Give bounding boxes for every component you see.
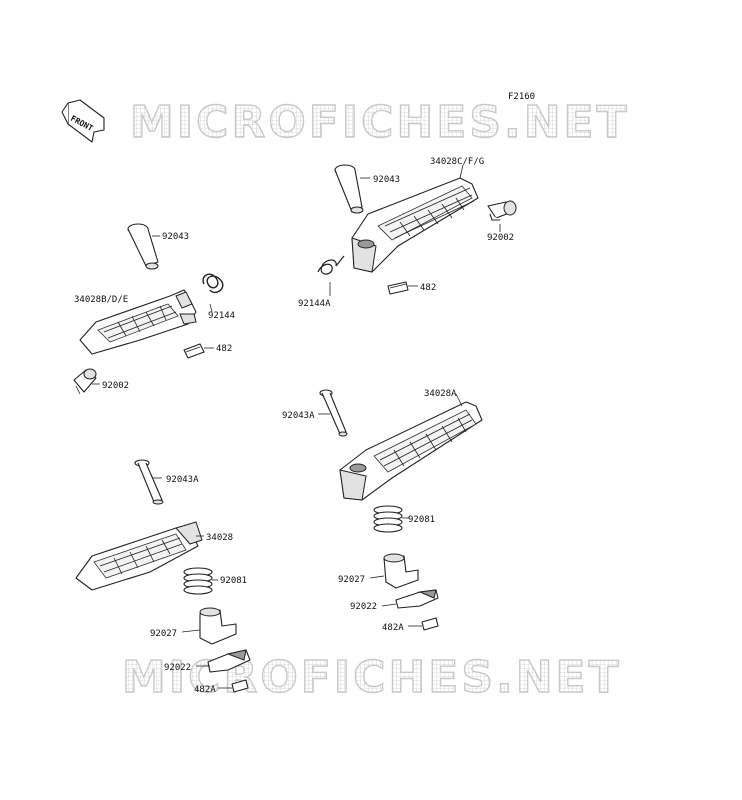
label-92022-bottom-left: 92022 <box>164 663 191 673</box>
front-arrow-icon: FRONT <box>61 99 105 143</box>
label-92043A-bottom-left: 92043A <box>166 475 199 485</box>
pin-92043-top-left <box>127 223 159 270</box>
label-92002-top-right: 92002 <box>487 233 514 243</box>
label-92144A: 92144A <box>298 299 331 309</box>
bolt-92002-top-left <box>73 368 97 395</box>
label-92022-middle-right: 92022 <box>350 602 377 612</box>
cotter-pin-482-top-left <box>183 343 205 359</box>
collar-92027-middle-right <box>383 553 419 589</box>
label-92027-bottom-left: 92027 <box>150 629 177 639</box>
collar-92027-bottom-left <box>199 607 237 645</box>
pin-92043A-bottom-left <box>134 459 164 505</box>
washer-482A-middle-right <box>421 617 439 631</box>
label-92081-bottom-left: 92081 <box>220 576 247 586</box>
footpeg-assembly-middle-right: 92043A 34028A 92081 92027 92022 482A <box>282 389 483 633</box>
label-482A-middle-right: 482A <box>382 623 404 633</box>
spring-92144A <box>317 255 345 275</box>
cotter-pin-482-top-right <box>387 281 409 295</box>
label-482-top-right: 482 <box>420 283 436 293</box>
label-34028A: 34028A <box>424 389 457 399</box>
label-34028BDE: 34028B/D/E <box>74 295 128 305</box>
label-92144: 92144 <box>208 311 235 321</box>
footpeg-34028 <box>75 521 203 591</box>
footpeg-assembly-top-right: 92043 34028C/F/G 92002 482 92144A <box>298 157 517 309</box>
spring-92144 <box>202 273 224 294</box>
footpeg-34028CFG <box>351 177 479 273</box>
bracket-92022-bottom-left <box>207 649 251 673</box>
watermark-top: MICROFICHES.NET <box>130 97 630 148</box>
spring-92081-bottom-left <box>183 567 213 595</box>
label-34028: 34028 <box>206 533 233 543</box>
bolt-92002-top-right <box>487 200 517 221</box>
footpeg-34028A <box>339 401 483 501</box>
washer-482A-bottom-left <box>231 679 249 693</box>
label-92027-middle-right: 92027 <box>338 575 365 585</box>
bracket-92022-middle-right <box>395 589 439 609</box>
pin-92043-top-right <box>334 164 364 214</box>
label-92043-top-right: 92043 <box>373 175 400 185</box>
label-92043-top-left: 92043 <box>162 232 189 242</box>
watermark-bottom: MICROFICHES.NET <box>122 652 622 703</box>
label-482A-bottom-left: 482A <box>194 685 216 695</box>
label-482-top-left: 482 <box>216 344 232 354</box>
label-92081-middle-right: 92081 <box>408 515 435 525</box>
footpeg-assembly-bottom-left: 92043A 34028 92081 92027 92022 482A <box>75 459 251 695</box>
spring-92081-middle-right <box>373 505 403 533</box>
label-34028CFG: 34028C/F/G <box>430 157 484 167</box>
footpeg-34028BDE <box>79 289 197 355</box>
pin-92043A-middle-right <box>319 389 348 437</box>
footpeg-assembly-top-left: 92043 34028B/D/E 92144 482 92002 <box>73 223 235 395</box>
label-92002-top-left: 92002 <box>102 381 129 391</box>
diagram-code: F2160 <box>508 92 535 102</box>
label-92043A-middle-right: 92043A <box>282 411 315 421</box>
